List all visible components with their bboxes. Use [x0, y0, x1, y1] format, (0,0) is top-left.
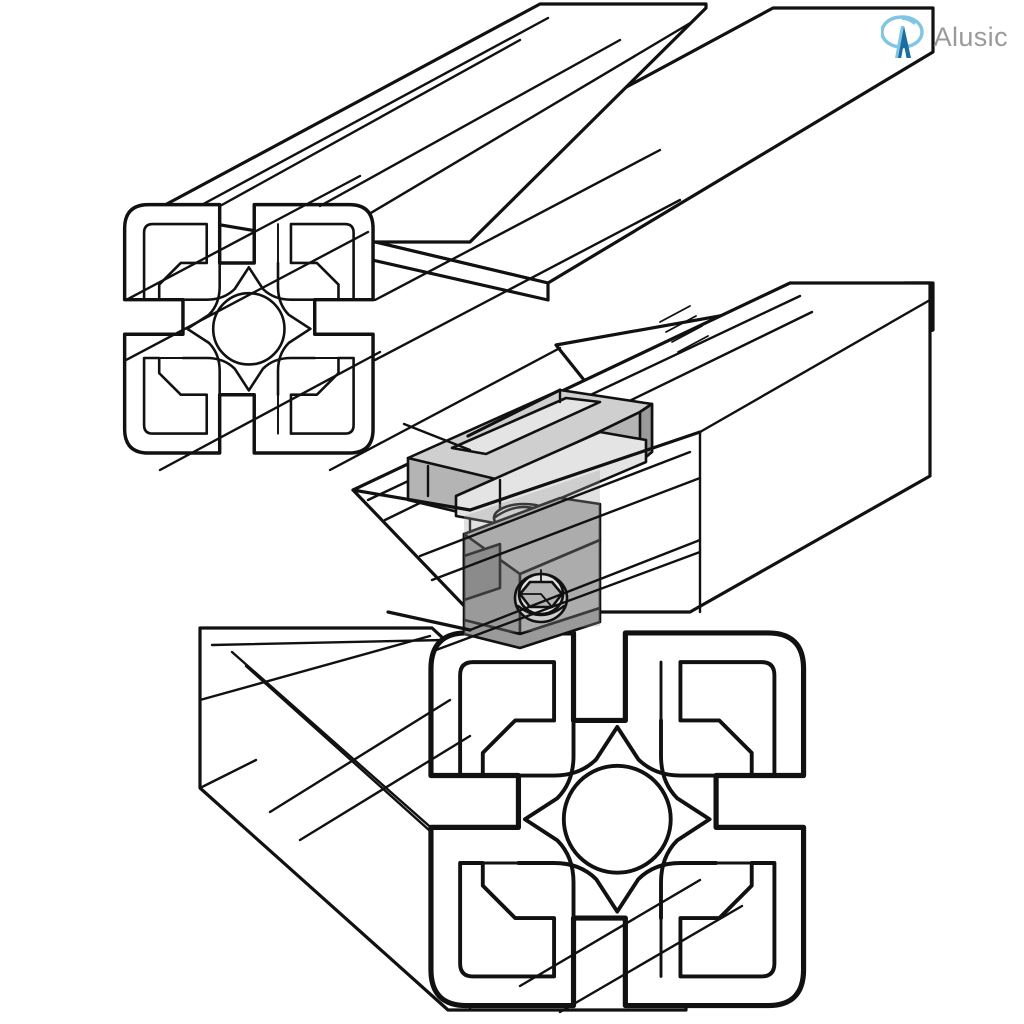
profile-lower — [198, 626, 822, 1014]
brand-watermark: Alusic — [880, 14, 1008, 62]
foreground-profile-edges — [351, 388, 702, 652]
brand-wordmark: Alusic — [933, 21, 1008, 52]
alusic-a-logo-icon — [880, 15, 924, 58]
connector-block-upper — [406, 388, 654, 534]
